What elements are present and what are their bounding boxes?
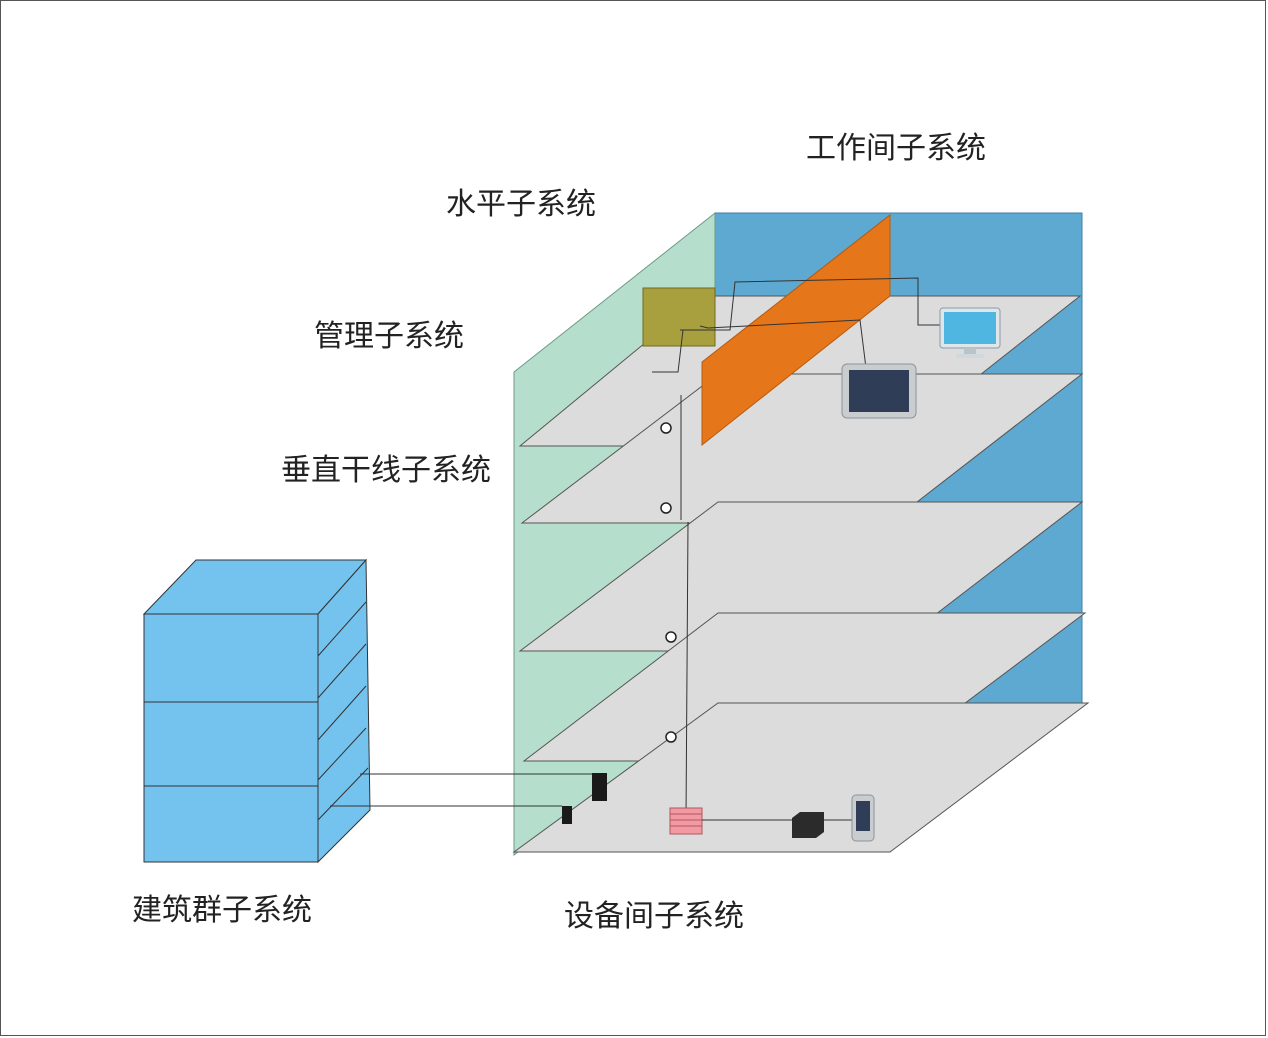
partition-wall-front — [701, 213, 891, 447]
server-icon — [592, 773, 607, 801]
outlet-icon — [665, 731, 677, 743]
monitor-icon — [939, 307, 1001, 358]
outlet-icon — [660, 502, 672, 514]
label-horizontal: 水平子系统 — [446, 187, 596, 222]
label-equipment-room: 设备间子系统 — [564, 899, 744, 934]
backbone-cable-2 — [685, 521, 689, 819]
outlet-icon — [660, 422, 672, 434]
patch-panel — [642, 287, 716, 347]
outlet-icon — [665, 631, 677, 643]
label-administration: 管理子系统 — [314, 319, 464, 354]
server-icon — [562, 806, 572, 824]
floor-1 — [512, 702, 1090, 853]
phone-icon — [851, 794, 875, 842]
label-work-area: 工作间子系统 — [806, 131, 986, 166]
router-icon — [792, 812, 824, 838]
campus-building — [142, 558, 371, 864]
label-campus: 建筑群子系统 — [132, 893, 312, 928]
horizontal-cable-3 — [652, 329, 684, 373]
horizontal-cable-1 — [680, 277, 950, 331]
tablet-icon — [841, 363, 917, 419]
label-backbone: 垂直干线子系统 — [281, 453, 491, 488]
switch-icon — [669, 807, 703, 835]
